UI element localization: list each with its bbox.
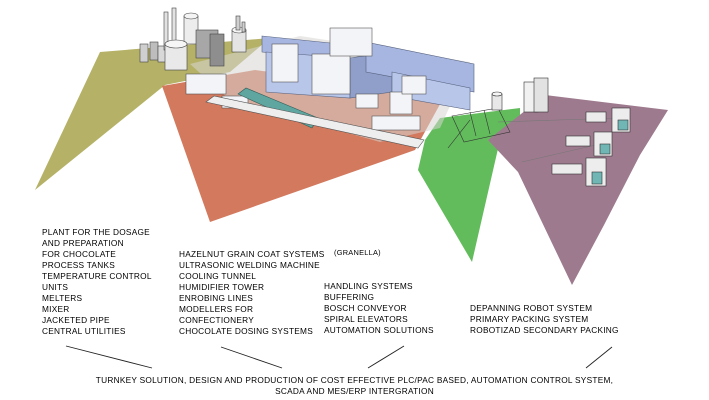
chocolate-plant-list: PLANT FOR THE DOSAGE AND PREPARATION FOR… <box>42 227 152 337</box>
packing-robot-cells <box>497 107 631 187</box>
list-item: HUMIDIFIER TOWER <box>179 282 265 292</box>
list-item: HANDLING SYSTEMS <box>324 281 413 291</box>
caption-line: SCADA AND MES/ERP INTERGRATION <box>275 386 434 396</box>
list-item: AUTOMATION SOLUTIONS <box>324 325 434 335</box>
granella-note: (GRANELLA) <box>334 248 381 257</box>
list-item: PRIMARY PACKING SYSTEM <box>470 314 589 324</box>
confectionery-list: HAZELNUT GRAIN COAT SYSTEMS ULTRASONIC W… <box>179 249 325 337</box>
chocolate-process-tanks <box>139 7 247 71</box>
packing-list: DEPANNING ROBOT SYSTEM PRIMARY PACKING S… <box>470 303 619 336</box>
list-item: ROBOTIZAD SECONDARY PACKING <box>470 325 619 335</box>
list-item: PROCESS TANKS <box>42 260 116 270</box>
list-item: BUFFERING <box>324 292 375 302</box>
list-item: HAZELNUT GRAIN COAT SYSTEMS <box>179 249 325 259</box>
turnkey-solution-caption: TURNKEY SOLUTION, DESIGN AND PRODUCTION … <box>0 375 709 397</box>
handling-list: HANDLING SYSTEMS BUFFERING BOSCH CONVEYO… <box>324 281 434 336</box>
list-item: BOSCH CONVEYOR <box>324 303 407 313</box>
list-item: COOLING TUNNEL <box>179 271 257 281</box>
list-item: CENTRAL UTILITIES <box>42 326 126 336</box>
list-item: ULTRASONIC WELDING MACHINE <box>179 260 320 270</box>
list-item: DEPANNING ROBOT SYSTEM <box>470 303 593 313</box>
production-line <box>205 95 425 149</box>
list-item: SPIRAL ELEVATORS <box>324 314 408 324</box>
list-item: JACKETED PIPE <box>42 315 110 325</box>
zone-packing <box>488 95 668 285</box>
callout-lines <box>65 345 613 369</box>
list-item: ENROBING LINES <box>179 293 254 303</box>
list-item: TEMPERATURE CONTROL <box>42 271 152 281</box>
list-item: MODELLERS FOR <box>179 304 254 314</box>
list-item: CONFECTIONERY <box>179 315 255 325</box>
list-item: FOR CHOCOLATE <box>42 249 117 259</box>
list-item: AND PREPARATION <box>42 238 124 248</box>
handling-systems <box>447 77 549 149</box>
zone-chocolate-preparation <box>35 38 270 190</box>
list-item: UNITS <box>42 282 69 292</box>
list-item: MELTERS <box>42 293 83 303</box>
list-item: PLANT FOR THE DOSAGE <box>42 227 150 237</box>
list-item: MIXER <box>42 304 70 314</box>
caption-line: TURNKEY SOLUTION, DESIGN AND PRODUCTION … <box>95 375 614 385</box>
list-item: CHOCOLATE DOSING SYSTEMS <box>179 326 314 336</box>
